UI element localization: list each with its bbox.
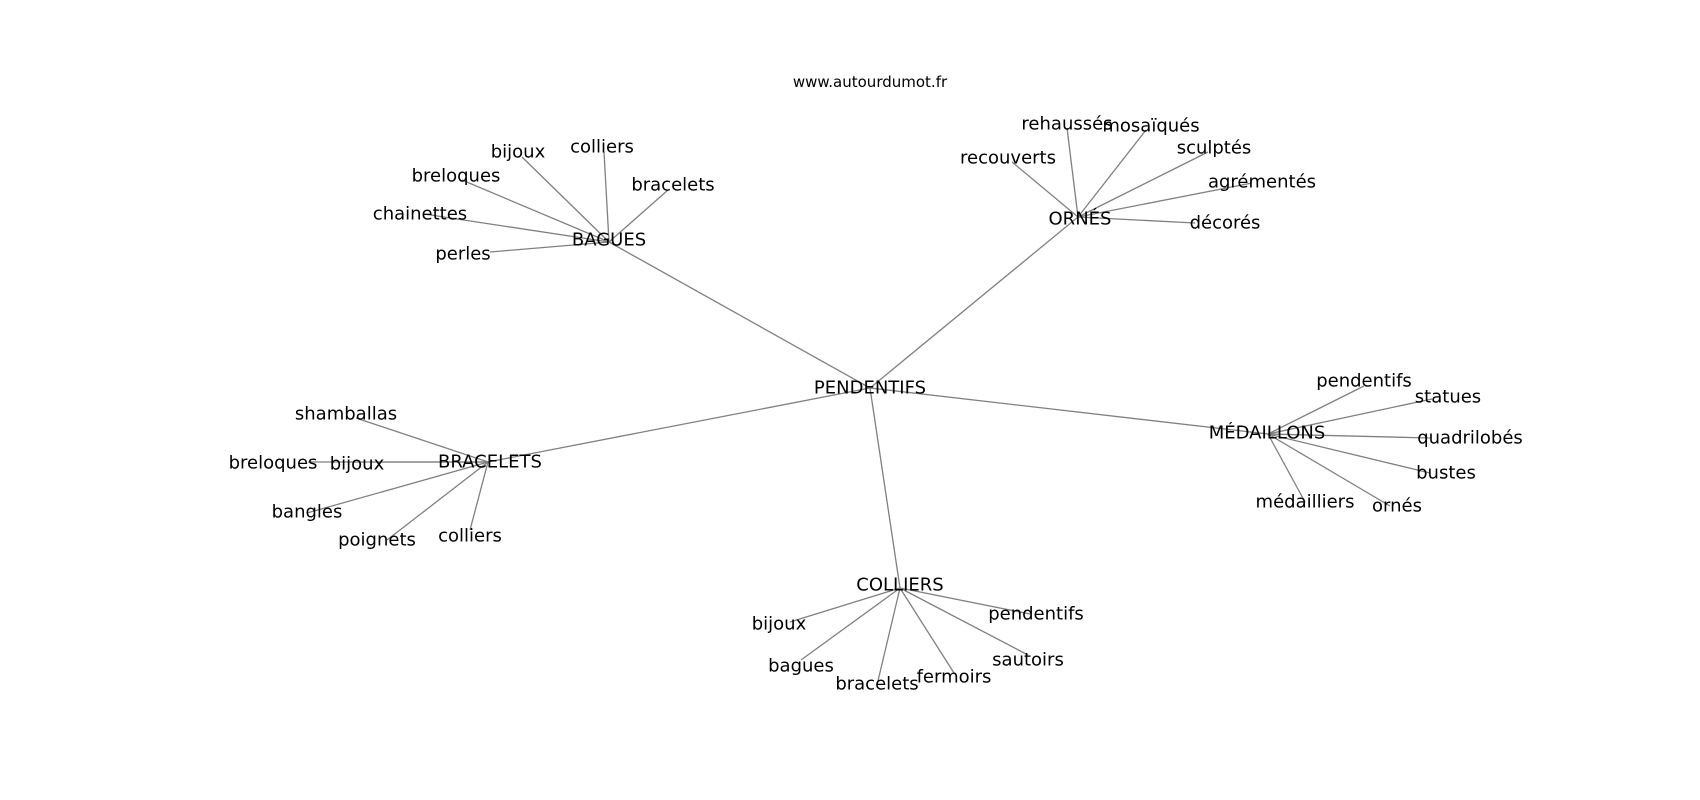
leaf-node-2-5: colliers [438,526,502,547]
edge-hub-3-leaf-1 [1267,398,1433,435]
edge-hub-0-leaf-4 [423,213,610,243]
edge-hub-4-leaf-0 [789,587,901,623]
edge-hub-0-leaf-0 [521,156,610,243]
leaf-node-1-1: mosaïqués [1102,116,1199,137]
edge-hub-3-leaf-0 [1267,385,1365,435]
site-watermark: www.autourdumot.fr [793,73,948,91]
edge-hub-0-leaf-3 [461,179,610,243]
edge-hub-3-leaf-4 [1267,433,1306,503]
edge-hub-4-leaf-4 [876,587,901,686]
leaf-node-1-0: rehaussés [1021,114,1112,135]
edge-hub-0-leaf-2 [608,189,669,243]
edge-hub-3-leaf-3 [1267,433,1431,474]
leaf-node-3-5: ornés [1372,496,1422,517]
leaf-node-3-1: statues [1415,387,1481,408]
leaf-node-1-5: décorés [1190,213,1261,234]
edge-hub-1-leaf-3 [1011,161,1079,218]
leaf-node-4-4: bracelets [835,674,918,695]
edge-hub-4-leaf-5 [899,587,955,674]
edge-hub-2-leaf-0 [355,417,489,463]
edge-hub-1-leaf-0 [1066,127,1079,218]
edge-hub-4-leaf-1 [899,587,1031,615]
leaf-node-2-3: bangles [272,502,343,523]
label-layer: www.autourdumot.fr PENDENTIFS BAGUES bijou… [229,73,1523,695]
hub-node-0: BAGUES [572,230,646,251]
edge-root-0 [608,241,871,389]
edge-layer [306,127,1433,686]
edge-hub-2-leaf-4 [386,461,489,541]
edge-hub-1-leaf-5 [1077,216,1196,224]
edge-root-1 [869,216,1079,389]
leaf-node-4-0: bijoux [752,614,807,635]
leaf-node-0-3: breloques [412,166,501,187]
edge-hub-2-leaf-5 [469,461,489,531]
leaf-node-0-4: chainettes [373,204,467,225]
edge-hub-4-leaf-3 [899,587,1029,656]
edge-hub-0-leaf-5 [489,241,610,253]
leaf-node-1-4: agrémentés [1208,172,1316,193]
hub-node-4: COLLIERS [856,575,943,596]
leaf-node-2-0: shamballas [295,404,397,425]
edge-root-4 [869,387,901,589]
edge-root-2 [487,387,871,463]
edge-hub-0-leaf-1 [603,151,610,243]
edge-hub-3-leaf-2 [1267,433,1431,439]
hub-node-3: MÉDAILLONS [1209,422,1326,444]
leaf-node-2-2: bijoux [330,454,385,475]
leaf-node-2-1: breloques [229,453,318,474]
leaf-node-4-1: pendentifs [988,604,1084,625]
leaf-node-0-1: colliers [570,137,634,158]
root-node: PENDENTIFS [814,378,926,399]
leaf-node-4-5: fermoirs [917,667,992,688]
leaf-node-3-3: bustes [1416,463,1476,484]
leaf-node-0-2: bracelets [631,175,714,196]
edge-hub-4-leaf-2 [800,587,901,661]
leaf-node-0-5: perles [435,244,490,265]
hub-node-2: BRACELETS [438,452,542,473]
leaf-node-1-2: sculptés [1177,138,1252,159]
leaf-node-1-3: recouverts [960,148,1056,169]
leaf-node-2-4: poignets [338,530,416,551]
leaf-node-4-3: sautoirs [992,650,1064,671]
leaf-node-3-2: quadrilobés [1417,428,1523,449]
edge-hub-1-leaf-4 [1077,182,1253,218]
leaf-node-3-0: pendentifs [1316,371,1412,392]
hub-node-1: ORNÉS [1049,208,1112,230]
edge-hub-1-leaf-1 [1077,129,1147,218]
edge-hub-3-leaf-5 [1267,433,1391,507]
leaf-node-4-2: bagues [768,656,834,677]
edge-hub-2-leaf-3 [306,461,489,514]
edge-root-3 [869,387,1269,435]
leaf-node-3-4: médailliers [1256,492,1355,513]
leaf-node-0-0: bijoux [491,142,546,163]
edge-hub-1-leaf-2 [1077,151,1209,218]
